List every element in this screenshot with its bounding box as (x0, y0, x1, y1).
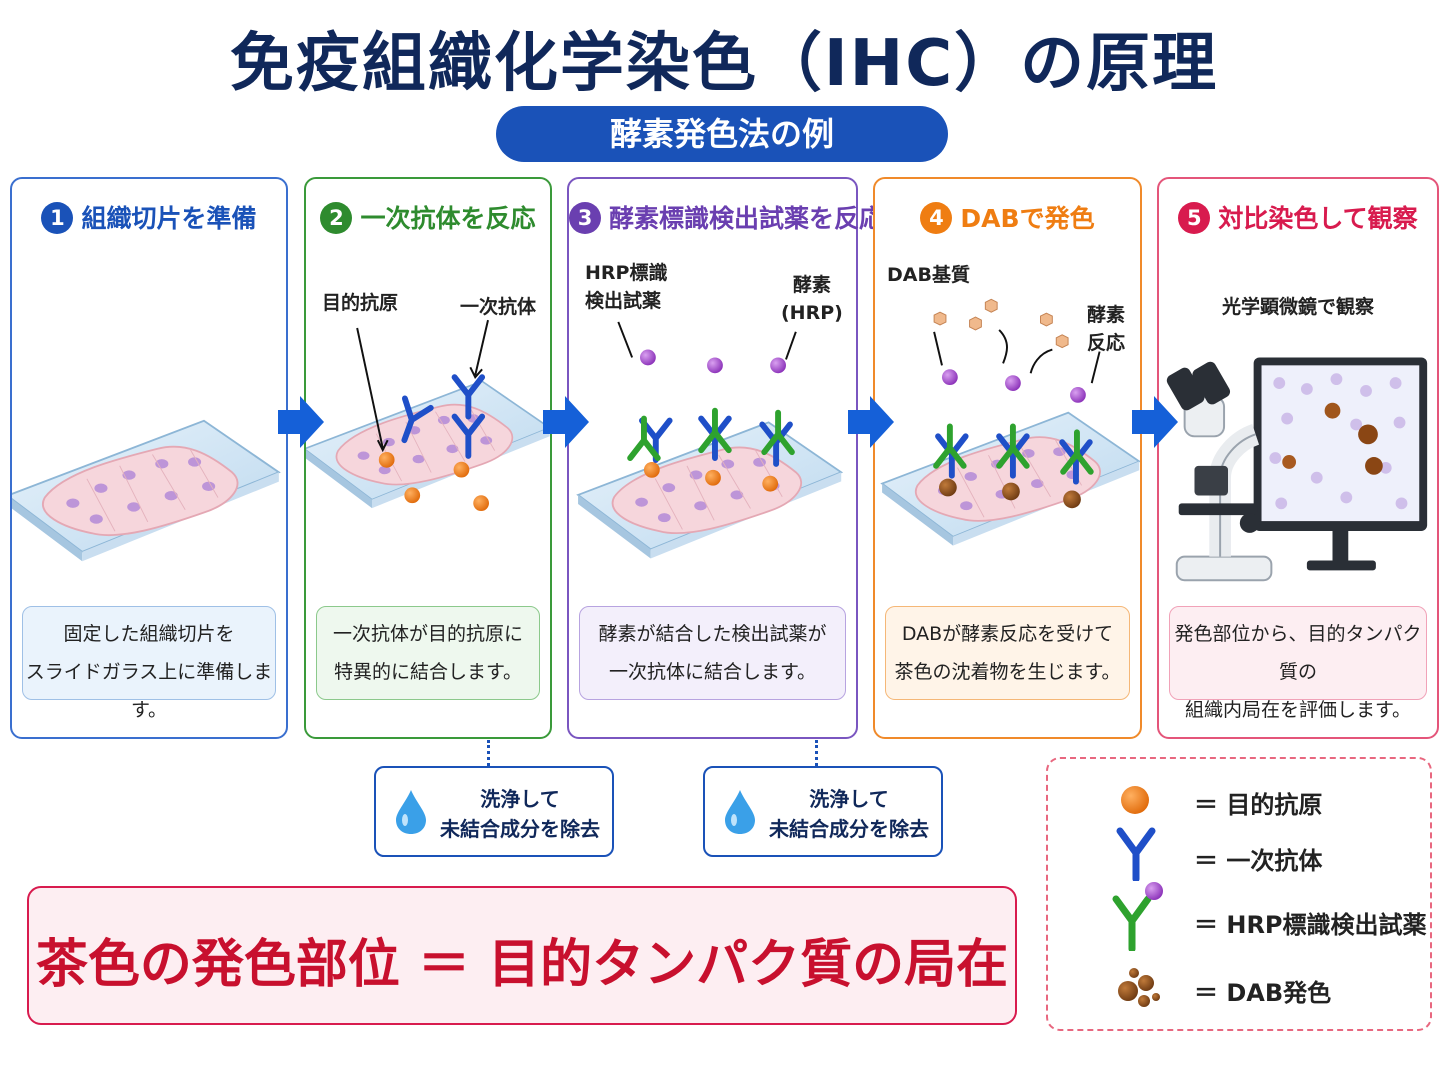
step-panel-3: 3 酵素標識検出試薬を反応 HRP標識 検出試薬 酵素 (HRP) 酵素が結合した… (567, 177, 884, 739)
step-2-desc-line-2: 特異的に結合します。 (333, 661, 523, 683)
enzyme-label: 酵素 (HRP) (781, 271, 843, 327)
detection-reagent-illustration (577, 321, 843, 560)
step-1-description: 固定した組織切片を スライドガラス上に準備します。 (22, 606, 276, 721)
step-4-number: 4 (920, 202, 953, 234)
wash-text-1: 洗浄して 未結合成分を除去 (434, 784, 606, 844)
enzyme-reaction-label: 酵素 反応 (1087, 301, 1125, 357)
flow-arrow-2-3 (543, 396, 589, 448)
tissue-slide-illustration (12, 419, 280, 563)
step-5-desc-line-2: 組織内局在を評価します。 (1184, 699, 1412, 721)
wash-1-line-2: 未結合成分を除去 (440, 817, 600, 841)
step-5-description: 発色部位から、目的タンパク質の 組織内局在を評価します。 (1169, 606, 1427, 721)
step-3-header: 3 酵素標識検出試薬を反応 (569, 199, 884, 235)
legend-row-hrp: ＝ HRP標識検出試薬 (1078, 882, 1427, 951)
flow-arrow-3-4 (848, 396, 894, 448)
antigen-label: 目的抗原 (322, 292, 399, 314)
flow-arrow-4-5 (1132, 396, 1178, 448)
legend-row-primary: ＝ 一次抗体 (1078, 827, 1418, 881)
primary-antibody-illustration (306, 319, 550, 511)
wash-box-1: 洗浄して 未結合成分を除去 (374, 766, 614, 857)
dab-development-illustration (881, 298, 1140, 547)
conclusion-box: 茶色の発色部位 ＝ 目的タンパク質の局在 (27, 886, 1017, 1025)
reaction-label-line-2: 反応 (1087, 332, 1126, 354)
wash-1-line-1: 洗浄して (480, 787, 560, 811)
step-2-desc-line-1: 一次抗体が目的抗原に (332, 623, 523, 645)
step-3-desc-line-2: 一次抗体に結合します。 (608, 661, 817, 683)
step-1-desc-line-2: スライドガラス上に準備します。 (25, 661, 273, 721)
page-title: 免疫組織化学染色（IHC）の原理 (229, 27, 1219, 101)
step-2-number: 2 (320, 202, 353, 234)
step-2-title: 一次抗体を反応 (360, 204, 536, 233)
wash-connector-2 (815, 740, 818, 766)
step-4-desc-line-1: DABが酵素反応を受けて (901, 623, 1114, 645)
enzyme-label-line-2: (HRP) (781, 302, 843, 324)
primary-antibody-icon (1116, 827, 1156, 881)
step-3-desc-line-1: 酵素が結合した検出試薬が (598, 623, 827, 645)
step-3-number: 3 (569, 202, 601, 234)
microscope-and-monitor-illustration (1166, 357, 1428, 582)
legend-hrp-text: ＝ HRP標識検出試薬 (1194, 911, 1427, 939)
legend-antigen-text: ＝ 目的抗原 (1194, 791, 1323, 819)
wash-2-line-1: 洗浄して (809, 787, 889, 811)
legend-box: ＝ 目的抗原 ＝ 一次抗体 ＝ HRP標識検出試薬 ＝ DAB発色 (1046, 757, 1432, 1031)
wash-box-2: 洗浄して 未結合成分を除去 (703, 766, 943, 857)
microscope-label: 光学顕微鏡で観察 (1221, 296, 1374, 318)
step-4-title: DABで発色 (960, 204, 1095, 233)
hrp-label-line-1: HRP標識 (585, 262, 668, 284)
dab-precipitate-icon (1118, 968, 1160, 1007)
step-1-title: 組織切片を準備 (81, 204, 257, 233)
antigen-dot-icon (1121, 786, 1149, 814)
step-3-description: 酵素が結合した検出試薬が 一次抗体に結合します。 (579, 606, 846, 700)
wash-2-line-2: 未結合成分を除去 (769, 817, 929, 841)
primary-antibody-label: 一次抗体 (460, 296, 537, 318)
legend-primary-text: ＝ 一次抗体 (1194, 847, 1323, 875)
hrp-reagent-label: HRP標識 検出試薬 (585, 259, 667, 315)
hrp-label-line-2: 検出試薬 (585, 290, 662, 312)
wash-connector-1 (487, 740, 490, 766)
dab-substrate-label: DAB基質 (887, 264, 970, 286)
legend-dab-text: ＝ DAB発色 (1194, 979, 1332, 1007)
legend-row-antigen: ＝ 目的抗原 (1078, 775, 1418, 825)
water-drop-icon (396, 790, 426, 834)
step-1-number: 1 (41, 202, 74, 234)
step-5-number: 5 (1178, 202, 1211, 234)
enzyme-label-line-1: 酵素 (792, 274, 831, 296)
hrp-reagent-icon (1112, 882, 1163, 951)
water-drop-icon (725, 790, 755, 834)
reaction-label-line-1: 酵素 (1087, 304, 1126, 326)
step-3-title: 酵素標識検出試薬を反応 (609, 204, 885, 233)
flow-arrow-1-2 (278, 396, 324, 448)
step-1-desc-line-1: 固定した組織切片を (63, 623, 235, 645)
step-4-description: DABが酵素反応を受けて 茶色の沈着物を生じます。 (885, 606, 1130, 700)
step-2-description: 一次抗体が目的抗原に 特異的に結合します。 (316, 606, 540, 700)
step-4-desc-line-2: 茶色の沈着物を生じます。 (894, 661, 1121, 683)
wash-text-2: 洗浄して 未結合成分を除去 (763, 784, 935, 844)
legend-row-dab: ＝ DAB発色 (1078, 963, 1418, 1013)
conclusion-text: 茶色の発色部位 ＝ 目的タンパク質の局在 (35, 935, 1009, 995)
step-5-desc-line-1: 発色部位から、目的タンパク質の (1174, 623, 1422, 683)
step-5-title: 対比染色して観察 (1218, 204, 1418, 233)
subtitle-banner: 酵素発色法の例 (496, 106, 948, 162)
